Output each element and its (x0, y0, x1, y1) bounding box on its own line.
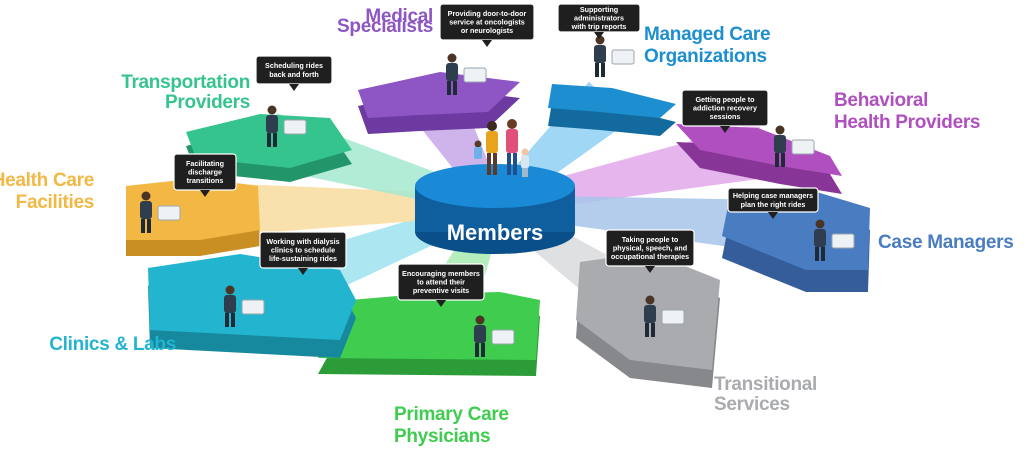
members-hub: Members (415, 119, 575, 254)
presentation-board-icon (594, 35, 635, 77)
segment-label-clinics: Clinics & Labs (49, 334, 176, 355)
bubble-line: preventive visits (413, 286, 469, 295)
counseling-desk-icon (774, 125, 815, 167)
member-people-icon (474, 119, 529, 177)
bubble-line: Helping case managers (733, 191, 813, 200)
segment-label-behavioral: Behavioral (834, 90, 928, 111)
segment-label-medical: Specialists (337, 16, 433, 37)
segment-label-transport: Providers (165, 92, 250, 113)
bubble-line: Encouraging members (402, 269, 480, 278)
bubble-line: sessions (710, 112, 741, 121)
bubble-line: plan the right rides (741, 200, 806, 209)
bubble-line: Taking people to (622, 235, 679, 244)
segment-label-facilities: Health Care (0, 170, 94, 191)
bubble-line: Facilitating (186, 159, 224, 168)
bubble-line: to attend their (417, 278, 465, 287)
bubble-line: discharge (188, 168, 222, 177)
bubble-line: physical, speech, and (613, 244, 687, 253)
office-desk-icon (814, 219, 855, 261)
bubble-line: Working with dialysis (266, 237, 339, 246)
wedge-side (676, 142, 842, 194)
segment-wedge-clinics (148, 254, 356, 358)
bubble-line: occupational therapies (611, 252, 689, 261)
wedge-top (148, 254, 356, 340)
bubble-line: service at oncologists (449, 18, 525, 27)
bubble-line: clinics to schedule (271, 246, 335, 255)
bubble-line: Getting people to (695, 95, 755, 104)
bubble-line: Scheduling rides (265, 61, 323, 70)
members-label: Members (447, 220, 544, 245)
doctor-patient-icon (474, 315, 515, 357)
bubble-line: Providing door-to-door (448, 9, 527, 18)
segment-wedge-behavioral (676, 124, 842, 194)
mri-scanner-icon (446, 53, 487, 95)
segment-label-managed: Organizations (644, 46, 767, 67)
bubble-line: addiction recovery (693, 104, 757, 113)
segment-wedge-medical (358, 72, 520, 134)
wedge-side (548, 102, 676, 136)
bubble-line: Supporting (580, 5, 618, 14)
segment-label-transitional: Services (714, 394, 790, 415)
bubble-line: administrators (574, 14, 624, 23)
segment-label-behavioral: Health Providers (834, 112, 980, 133)
wedge-top (126, 178, 260, 240)
segment-label-facilities: Facilities (16, 192, 94, 213)
segment-label-transitional: Transitional (714, 374, 817, 395)
van-icon (266, 105, 307, 147)
wedge-top (548, 84, 676, 118)
wedge-top (676, 124, 842, 176)
bubble-line: back and forth (269, 70, 319, 79)
hub-top (415, 164, 575, 208)
wheelchair-icon (140, 191, 181, 233)
bubble-line: transitions (187, 176, 224, 185)
segment-label-transport: Transportation (121, 72, 250, 93)
segment-label-primary: Physicians (394, 426, 490, 447)
bubble-line: with trip reports (571, 22, 627, 31)
wedge-top (358, 72, 520, 118)
segment-label-managed: Managed Care (644, 24, 770, 45)
bubble-line: life-sustaining rides (269, 254, 337, 263)
therapist-icon (644, 295, 685, 337)
bubble-line: or neurologists (461, 26, 513, 35)
segment-label-primary: Primary Care (394, 404, 509, 425)
segment-label-case: Case Managers (878, 232, 1014, 253)
hospital-bed-icon (224, 285, 265, 327)
segment-wedge-managed (548, 84, 676, 136)
segment-label-medical: Medical (365, 6, 433, 27)
